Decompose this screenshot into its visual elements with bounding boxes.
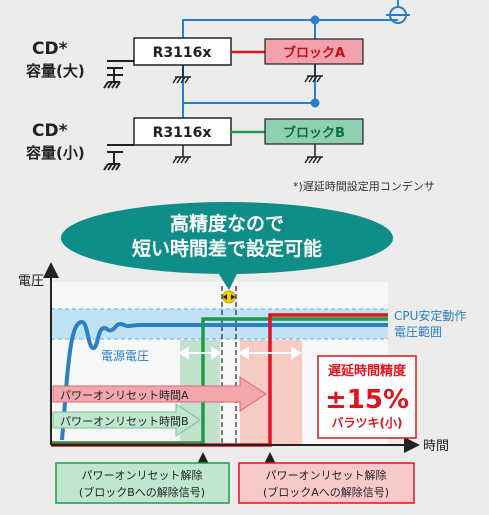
- supply-terminal-icon: [386, 0, 410, 24]
- cap-small-symbol: [103, 144, 134, 171]
- bubble-line-2: 短い時間差で設定可能: [132, 237, 322, 260]
- regulator-bottom-label: R3116x: [153, 125, 212, 141]
- release-a-callout: [238, 462, 415, 504]
- time-gap-marker-icon: [222, 290, 236, 304]
- block-b-box: [264, 118, 364, 145]
- por-time-a-arrow: [52, 376, 267, 412]
- accuracy-title: 遅延時間精度: [328, 363, 407, 379]
- accuracy-box: [317, 355, 417, 439]
- ground-symbol: [172, 145, 191, 164]
- block-a-box: [264, 38, 364, 65]
- highlight-bubble: [61, 202, 393, 290]
- release-a-line-2: (ブロックAへの解除信号): [263, 485, 389, 499]
- schematic: [182, 15, 398, 130]
- y-axis-label: 電圧: [18, 274, 44, 289]
- cap-small-label: CD*: [32, 121, 68, 141]
- release-b-line-2: (ブロックBへの解除信号): [79, 485, 205, 499]
- release-a-line-1: パワーオンリセット解除: [266, 468, 387, 482]
- block-a-label: ブロックA: [283, 45, 345, 61]
- tolerance-arrow-b: [178, 346, 222, 360]
- footnote: *)遅延時間設定用コンデンサ: [293, 179, 435, 193]
- cap-large-symbol: [103, 60, 134, 89]
- regulator-top-label: R3116x: [153, 45, 212, 61]
- accuracy-note: バラツキ(小): [332, 415, 403, 430]
- por-time-a-label: パワーオンリセット時間A: [60, 389, 189, 402]
- block-b-label: ブロックB: [283, 125, 345, 141]
- release-b-line-1: パワーオンリセット解除: [82, 468, 203, 482]
- ground-symbol: [172, 65, 191, 84]
- cpu-range-label-2: 電圧範囲: [394, 324, 442, 339]
- cap-large-label: CD*: [32, 39, 68, 59]
- supply-voltage-label: 電源電圧: [101, 349, 149, 363]
- por-time-b-label: パワーオンリセット時間B: [60, 415, 189, 428]
- ground-symbol: [304, 144, 323, 164]
- tolerance-arrow-a: [238, 346, 302, 360]
- cap-large-sub: 容量(大): [25, 62, 85, 80]
- regulator-bottom-box: [133, 117, 232, 146]
- reset-b-signal: [51, 317, 388, 445]
- x-axis-label: 時間: [423, 439, 449, 454]
- bubble-line-1: 高精度なので: [170, 212, 284, 235]
- ground-symbol: [304, 64, 323, 83]
- cpu-range-label-1: CPU安定動作: [394, 308, 466, 323]
- por-time-b-arrow: [52, 403, 201, 437]
- supply-voltage-curve: [60, 319, 388, 441]
- release-b-callout: [55, 462, 230, 504]
- accuracy-value: ±15%: [325, 385, 409, 415]
- cap-small-sub: 容量(小): [25, 144, 85, 162]
